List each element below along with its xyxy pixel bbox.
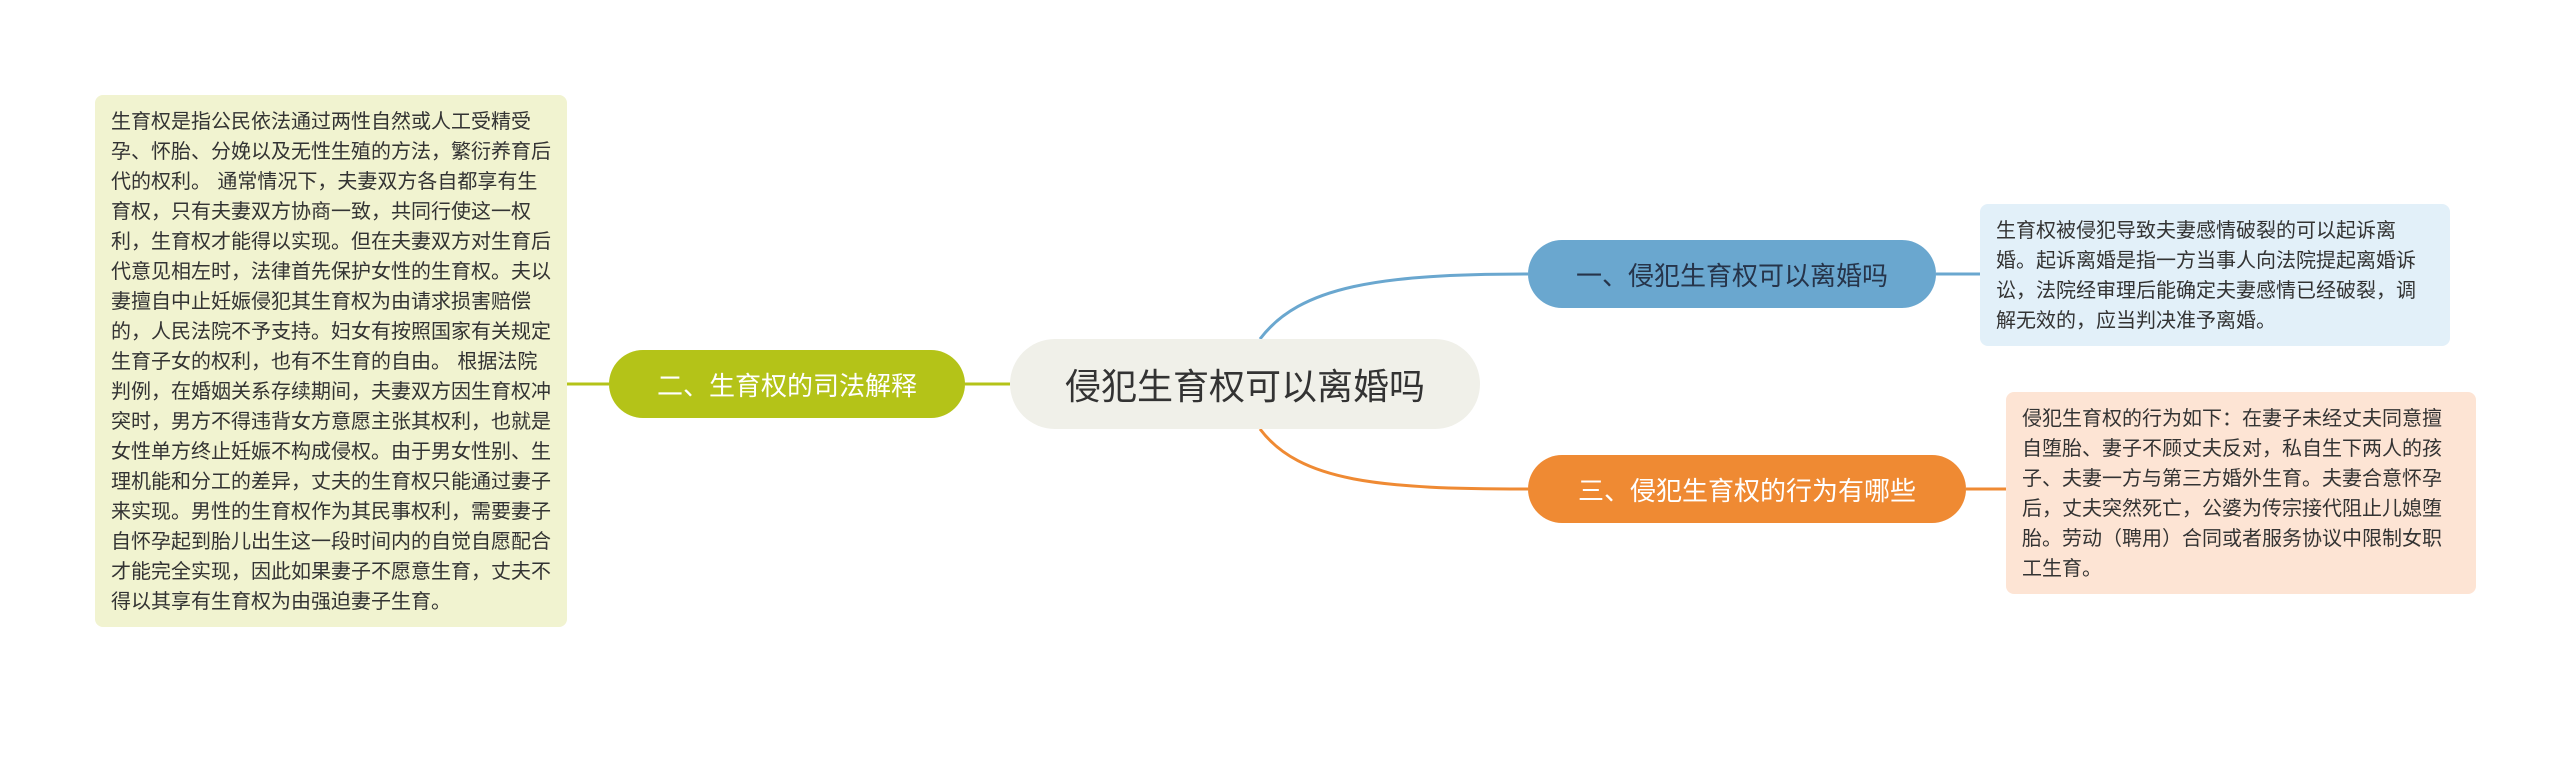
connector-center-branch-3 [1258, 428, 1529, 491]
branch-topic-3[interactable]: 三、侵犯生育权的行为有哪些 [1528, 455, 1966, 523]
leaf-note-1[interactable]: 生育权被侵犯导致夫妻感情破裂的可以起诉离婚。起诉离婚是指一方当事人向法院提起离婚… [1980, 204, 2450, 346]
connector-center-branch-1 [1258, 272, 1529, 340]
leaf-note-3[interactable]: 侵犯生育权的行为如下：在妻子未经丈夫同意擅自堕胎、妻子不顾丈夫反对，私自生下两人… [2006, 392, 2476, 594]
central-topic[interactable]: 侵犯生育权可以离婚吗 [1010, 339, 1480, 429]
branch-topic-1[interactable]: 一、侵犯生育权可以离婚吗 [1528, 240, 1936, 308]
branch-topic-2[interactable]: 二、生育权的司法解释 [609, 350, 965, 418]
leaf-note-2[interactable]: 生育权是指公民依法通过两性自然或人工受精受孕、怀胎、分娩以及无性生殖的方法，繁衍… [95, 95, 567, 627]
